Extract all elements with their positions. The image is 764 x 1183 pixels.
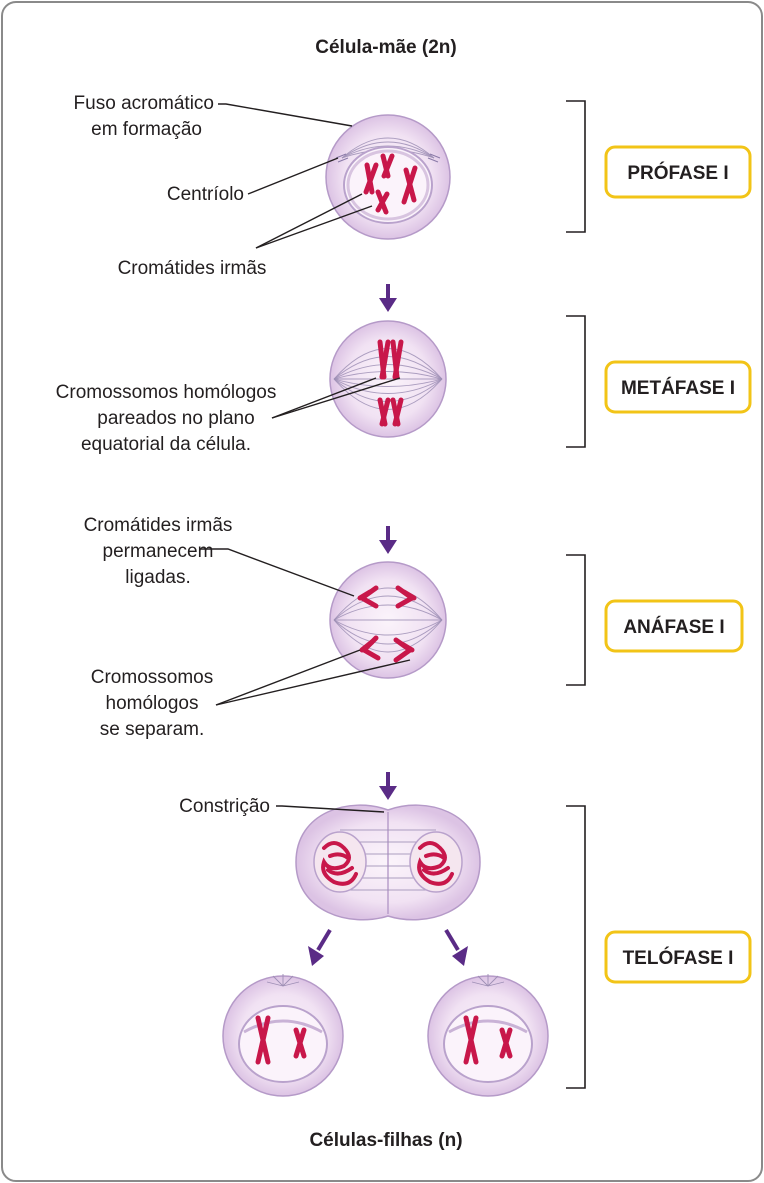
label-fuso-line2: em formação [91,119,202,140]
label-separam-line3: se separam. [100,719,205,740]
phase-label-metaphase: METÁFASE I [621,377,735,399]
telophase-dividing-cell [295,804,481,921]
metaphase-chromosomes [377,339,404,427]
prophase-chromosomes [363,153,418,215]
phase-box-prophase [604,145,752,199]
leader-fuso [218,103,353,127]
phase-label-telophase: TELÓFASE I [623,947,734,969]
label-cromatides: Cromátides irmãs [118,258,267,279]
bracket-prophase [566,100,586,233]
label-centriolo: Centríolo [167,184,244,205]
bracket-anaphase [566,554,586,686]
leader-constricao [276,805,385,813]
label-homologos-line3: equatorial da célula. [81,434,251,455]
label-ligadas-line2: permanecem [103,541,214,562]
label-homologos-line1: Cromossomos homólogos [56,382,277,403]
label-homologos-line2: pareados no plano [97,408,254,429]
leader-homologos-1 [271,377,377,419]
arrow-down-2 [379,526,397,554]
daughter-cell-right [427,974,549,1097]
daughter-cell-left [222,974,344,1097]
telophase-nucleus-left [313,831,367,893]
centriole-left [335,153,349,163]
label-ligadas-line3: ligadas. [125,567,191,588]
metaphase-cell [329,320,447,438]
arrow-down-3 [379,772,397,800]
telophase-nucleus-right [409,831,463,893]
leader-separam-1 [215,649,361,706]
bracket-metaphase [566,315,586,448]
arrow-diagonal-right [444,928,468,966]
leader-separam-2 [215,659,411,706]
leader-ligadas [200,548,355,597]
phase-label-prophase: PRÓFASE I [627,162,728,184]
leader-cromatides-2 [255,205,373,249]
arrow-diagonal-left [308,928,332,966]
arrow-down-1 [379,284,397,312]
title-mother-cell: Célula-mãe (2n) [315,37,456,58]
bracket-telophase [566,805,586,1089]
title-daughter-cells: Células-filhas (n) [309,1130,462,1151]
label-fuso-line1: Fuso acromático [74,93,214,114]
label-ligadas-line1: Cromátides irmãs [84,515,233,536]
phase-label-anaphase: ANÁFASE I [623,616,724,638]
anaphase-chromosomes [357,585,417,663]
leader-cromatides-1 [255,193,363,249]
prophase-cell [325,114,451,240]
label-separam-line2: homólogos [106,693,199,714]
label-separam-line1: Cromossomos [91,667,213,688]
label-constricao: Constrição [179,796,270,817]
centriole-right [427,153,441,163]
phase-box-telophase [604,930,752,984]
phase-box-anaphase [604,599,744,653]
phase-box-metaphase [604,360,752,414]
leader-homologos-2 [271,377,401,419]
leader-centriolo [247,157,339,195]
anaphase-cell [329,561,447,679]
